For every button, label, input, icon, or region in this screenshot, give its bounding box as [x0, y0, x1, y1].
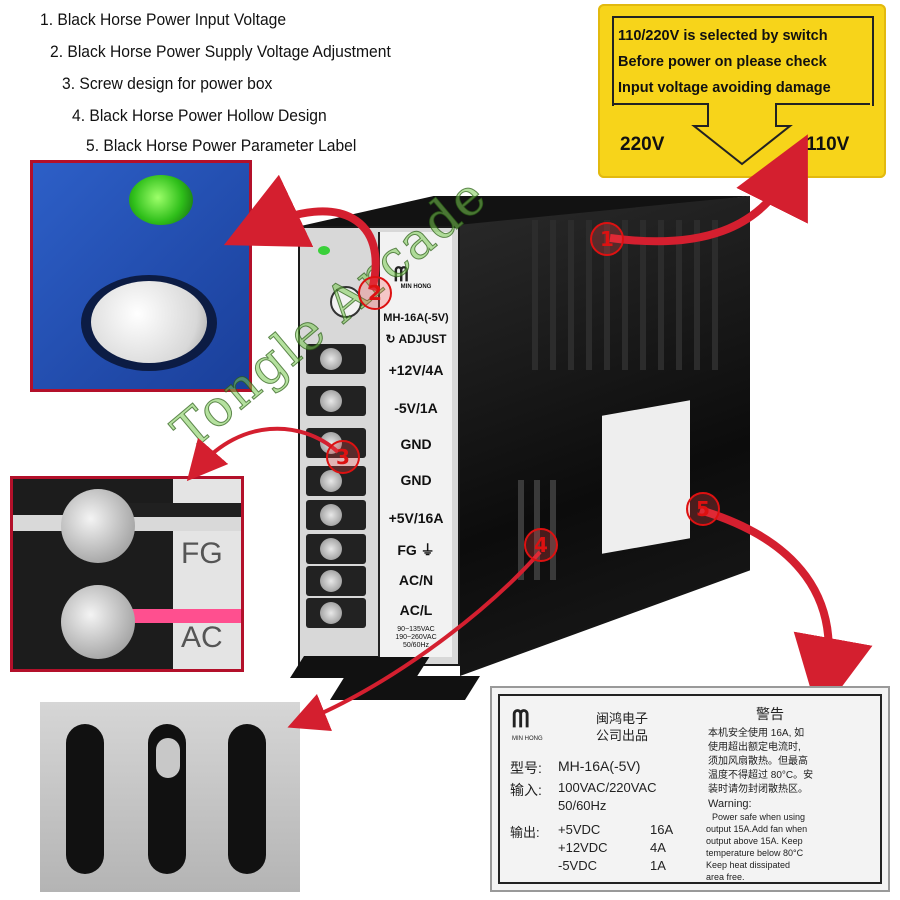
badge-3: 3	[326, 440, 360, 474]
terminal-screw	[306, 344, 366, 374]
arrow-4	[287, 550, 542, 732]
terminal-label-7: AC/N	[398, 572, 434, 588]
pink-wire	[121, 609, 241, 623]
output-current: 16A	[650, 822, 674, 837]
feature-4: 4. Black Horse Power Hollow Design	[72, 106, 327, 125]
terminal-screw	[306, 598, 366, 628]
led-adjust-closeup	[30, 160, 252, 392]
voltage-220-label: 220V	[620, 134, 665, 155]
terminal-screw	[306, 566, 366, 596]
input-label: 输入:	[510, 782, 542, 798]
brand-name: MIN HONG	[400, 284, 432, 290]
warning-title-cn: 警告	[756, 706, 784, 722]
input-range: 90~135VAC 190~260VAC 50/60Hz	[395, 626, 437, 649]
vent-slot-closeup	[40, 702, 300, 892]
warning-en-2: output 15A.Add fan when	[706, 824, 808, 834]
screw-icon	[320, 504, 342, 526]
output-current: 1A	[650, 858, 666, 873]
terminal-label-4: GND	[400, 472, 432, 488]
warning-cn-4: 温度不得超过 80°C。安	[708, 770, 814, 781]
feature-2: 2. Black Horse Power Supply Voltage Adju…	[50, 42, 391, 61]
warning-line-3: Input voltage avoiding damage	[618, 80, 831, 96]
arrow-2	[223, 174, 380, 291]
output-voltage: -5VDC	[558, 858, 598, 873]
parameter-label-frame	[498, 694, 882, 884]
vent-slot	[66, 724, 104, 874]
warning-en-6: area free.	[706, 872, 745, 882]
screw-icon	[320, 538, 342, 560]
badge-1: 1	[590, 222, 624, 256]
vent-slot	[228, 724, 266, 874]
terminal-label-6: FG ⏚	[397, 542, 435, 558]
company-name-cn: 闽鸿电子 公司出品	[596, 711, 649, 743]
warning-frame	[612, 16, 874, 106]
warning-cn-5: 装时请勿封闭散热区。	[708, 784, 808, 795]
warning-en-3: output above 15A. Keep	[706, 836, 803, 846]
brand-logo-icon: ᗰ	[394, 262, 409, 286]
output-voltage: +12VDC	[558, 840, 608, 855]
arrow-1	[609, 134, 808, 246]
warning-en-title: Warning:	[708, 798, 752, 810]
model-value: MH-16A(-5V)	[558, 758, 641, 774]
output-label: 输出:	[510, 825, 540, 840]
terminal-screw	[306, 386, 366, 416]
terminal-label-2: -5V/1A	[394, 400, 438, 416]
screw-icon	[320, 390, 342, 412]
terminal-label-8: AC/L	[399, 602, 433, 618]
fg-label: FG	[181, 537, 223, 570]
terminal-screw-closeup: FG AC	[10, 476, 244, 672]
warning-en-4: temperature below 80°C	[706, 848, 804, 858]
adjust-label: ↻ ADJUST	[385, 332, 447, 346]
warning-en-1: Power safe when using	[712, 812, 806, 822]
adjust-knob-icon	[91, 281, 207, 363]
arrow-3	[186, 426, 340, 482]
front-terminal-label: ᗰ MIN HONG MH-16A(-5V) ↻ ADJUST +12V/4A …	[378, 232, 452, 657]
warning-en-5: Keep heat dissipated	[706, 860, 791, 870]
badge-2: 2	[358, 276, 392, 310]
feature-1: 1. Black Horse Power Input Voltage	[40, 10, 287, 29]
terminal-label-1: +12V/4A	[388, 362, 444, 378]
terminal-label-3: GND	[400, 436, 432, 452]
screw-icon	[61, 585, 135, 659]
screw-icon	[320, 602, 342, 624]
screw-icon	[320, 348, 342, 370]
ac-label: AC	[181, 621, 223, 654]
model-label: 型号:	[510, 760, 542, 776]
model-name: MH-16A(-5V)	[383, 312, 449, 324]
warning-line-1: 110/220V is selected by switch	[618, 28, 828, 44]
screw-icon	[320, 470, 342, 492]
terminal-screw	[306, 534, 366, 564]
badge-4: 4	[524, 528, 558, 562]
brand-logo-icon: ᗰ	[512, 706, 530, 733]
warning-line-2: Before power on please check	[618, 54, 827, 70]
feature-3: 3. Screw design for power box	[62, 74, 273, 93]
vent-reflection	[156, 738, 180, 778]
led-indicator-icon	[129, 175, 193, 225]
warning-cn-1: 本机安全使用 16A, 如	[708, 728, 805, 739]
screw-icon	[61, 489, 135, 563]
black-wire	[121, 503, 241, 517]
arrow-5	[698, 506, 873, 718]
screw-icon	[320, 570, 342, 592]
warning-cn-3: 须加风扇散热。但最高	[708, 756, 808, 767]
input-value: 100VAC/220VAC	[558, 780, 657, 795]
warning-cn-2: 使用超出额定电流时,	[708, 742, 801, 753]
badge-5: 5	[686, 492, 720, 526]
frequency-value: 50/60Hz	[558, 798, 607, 813]
led-indicator-icon	[318, 246, 330, 255]
brand-name: MIN HONG	[512, 736, 543, 742]
parameter-label-closeup: ᗰ MIN HONG 闽鸿电子 公司出品 警告 本机安全使用 16A, 如 使用…	[490, 686, 890, 892]
output-current: 4A	[650, 840, 666, 855]
terminal-label-5: +5V/16A	[388, 510, 444, 526]
feature-5: 5. Black Horse Power Parameter Label	[86, 136, 357, 155]
output-voltage: +5VDC	[558, 822, 601, 837]
terminal-screw	[306, 500, 366, 530]
voltage-110-label: 110V	[806, 134, 850, 155]
